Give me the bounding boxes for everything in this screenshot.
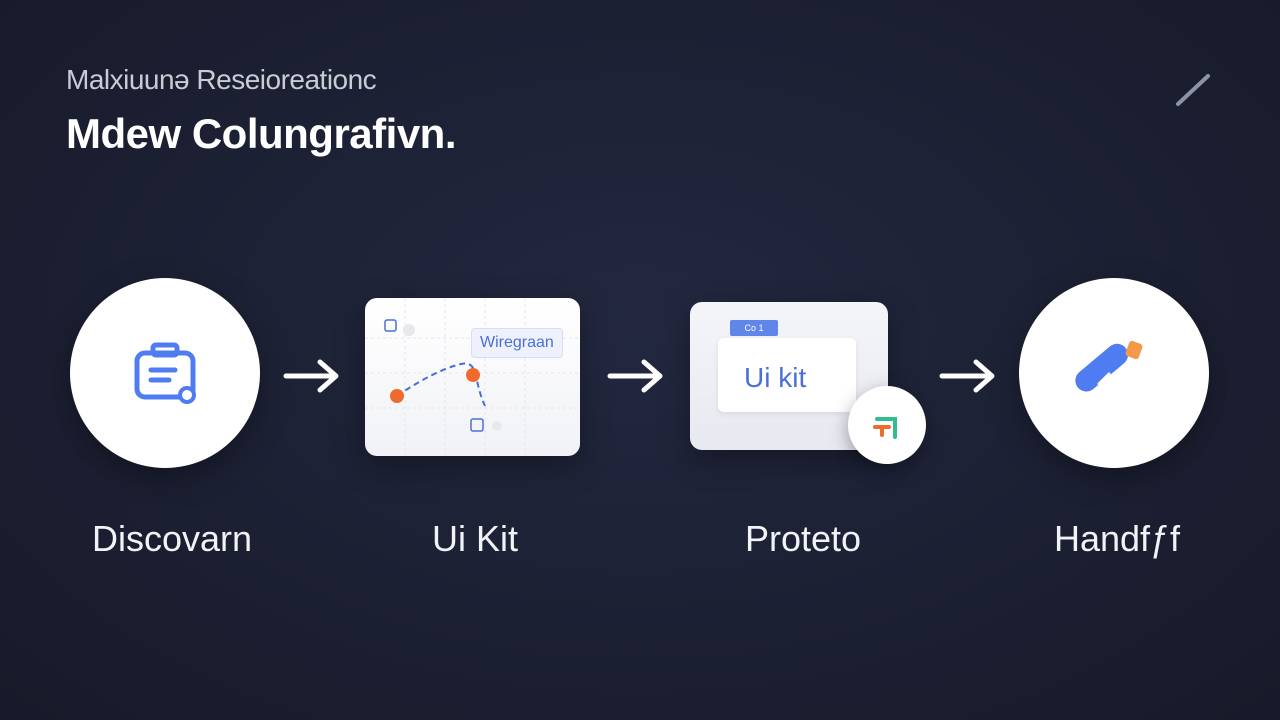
- edit-icon[interactable]: [1172, 70, 1216, 110]
- wireframe-icon: [365, 298, 580, 456]
- step-prototype[interactable]: Co 1 Ui kit: [690, 302, 888, 450]
- step-discovery[interactable]: [70, 278, 260, 468]
- arrow-right-icon: [283, 359, 339, 393]
- prototype-icon: [873, 417, 897, 439]
- prototype-text: Ui kit: [744, 362, 807, 393]
- prototype-screen: [718, 338, 856, 412]
- step-label-prototype: Proteto: [744, 518, 862, 559]
- handoff-card[interactable]: [1019, 278, 1209, 468]
- step-label-ui-kit: Ui Kit: [431, 518, 518, 559]
- step-handoff[interactable]: [1019, 278, 1209, 468]
- arrow-right-icon: [939, 359, 995, 393]
- prototype-card[interactable]: Co 1 Ui kit: [690, 302, 888, 450]
- arrow-right-icon: [607, 359, 663, 393]
- rocket-pen-icon: [1075, 340, 1143, 394]
- prototype-tag: Co 1: [730, 320, 778, 336]
- step-label-handoff: Handfƒf: [1053, 518, 1181, 559]
- wireframe-card[interactable]: Wiregraan: [365, 298, 580, 456]
- briefcase-icon: [134, 342, 196, 404]
- wireframe-tag: Wiregraan: [471, 328, 563, 358]
- prototype-badge[interactable]: [848, 386, 926, 464]
- step-label-discovery: Discovarn: [91, 518, 253, 559]
- headline-title: Mdew Colungrafivn.: [66, 110, 457, 157]
- discovery-card[interactable]: [70, 278, 260, 468]
- eyebrow-title: Malxiuunǝ Reseioreationc: [66, 64, 377, 95]
- step-ui-kit[interactable]: Wiregraan: [365, 298, 580, 456]
